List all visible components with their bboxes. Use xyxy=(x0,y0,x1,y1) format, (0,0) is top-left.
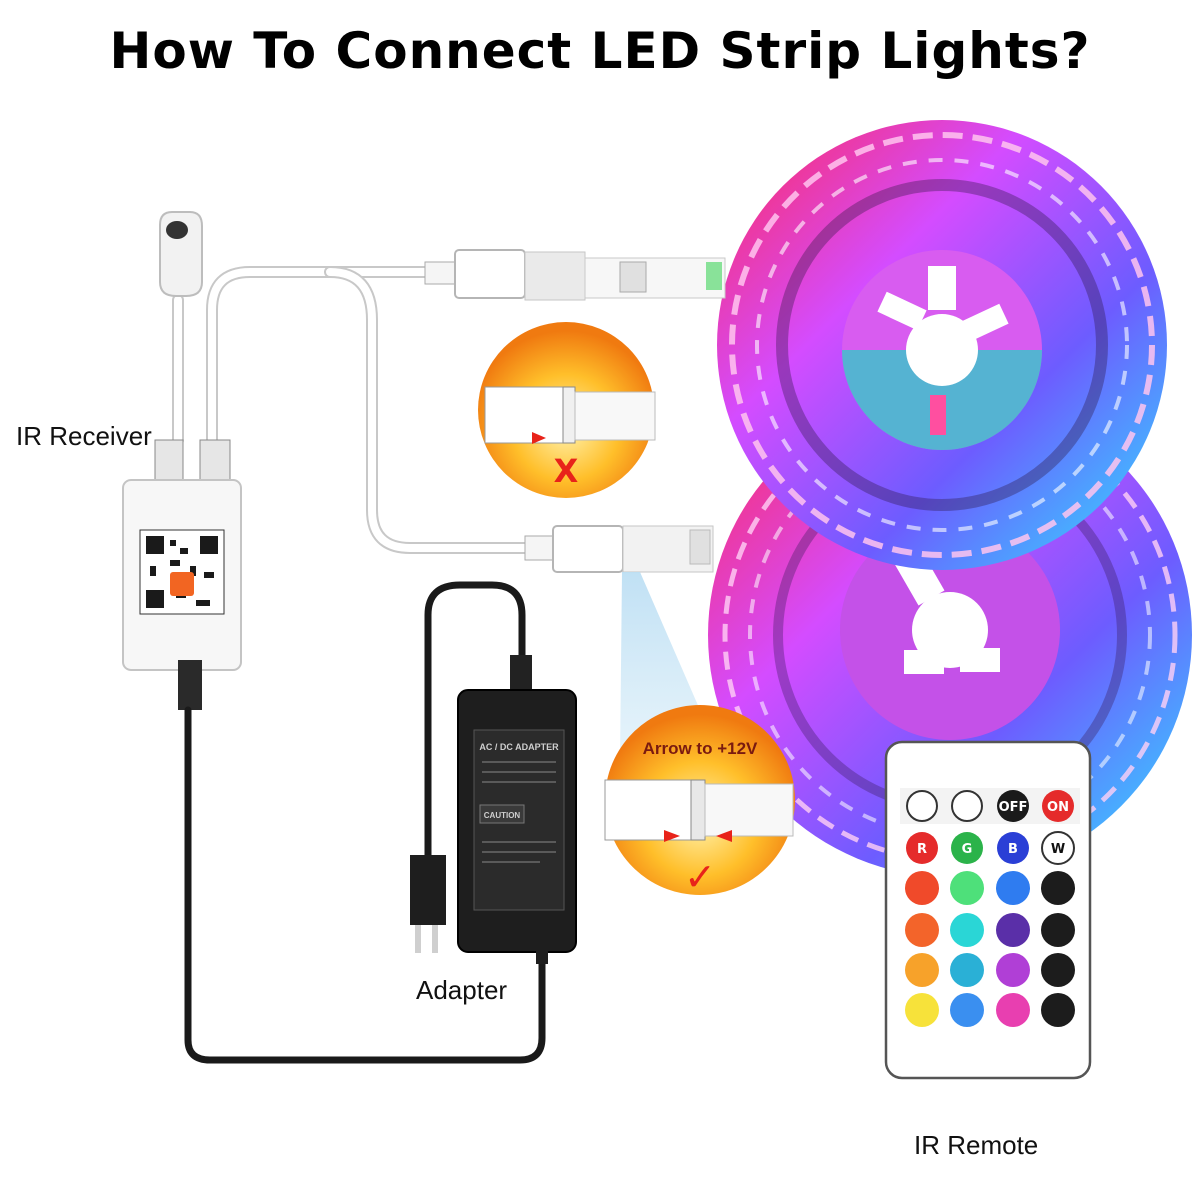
g-key-label: G xyxy=(962,842,973,857)
correct-connection-callout: Arrow to +12V ✓ xyxy=(604,705,795,899)
wrong-mark: X xyxy=(554,452,579,490)
color-key xyxy=(950,993,984,1027)
adapter-print-caution: CAUTION xyxy=(484,811,521,820)
color-key xyxy=(905,993,939,1027)
off-key xyxy=(997,790,1029,822)
page-title: How To Connect LED Strip Lights? xyxy=(109,22,1091,80)
ir-receiver-label: IR Receiver xyxy=(16,421,152,451)
strip-connector-upper xyxy=(424,249,726,301)
color-key xyxy=(996,993,1030,1027)
color-key xyxy=(996,913,1030,947)
mode-key xyxy=(1041,913,1075,947)
rgb-cables xyxy=(172,266,531,554)
dc-power-cable xyxy=(184,581,546,1064)
r-key xyxy=(906,832,938,864)
wrong-connection-callout: X xyxy=(478,322,656,498)
color-key xyxy=(996,953,1030,987)
correct-mark: ✓ xyxy=(684,855,716,899)
off-key-label: OFF xyxy=(999,800,1028,815)
mode-key xyxy=(1041,993,1075,1027)
ir-remote-label: IR Remote xyxy=(914,1130,1039,1160)
r-key-label: R xyxy=(917,842,927,857)
color-key xyxy=(950,871,984,905)
brightness-up-key xyxy=(951,790,983,822)
strip-connector-lower xyxy=(524,525,714,573)
ir-remote: OFF ON R G B W xyxy=(884,740,1092,1080)
b-key-label: B xyxy=(1008,842,1018,857)
brightness-down-key xyxy=(906,790,938,822)
mode-key xyxy=(1041,953,1075,987)
led-strip-reel-upper xyxy=(717,120,1167,570)
power-adapter: AC / DC ADAPTER CAUTION xyxy=(410,655,577,964)
w-key xyxy=(1041,831,1075,865)
mode-key xyxy=(1041,871,1075,905)
color-key xyxy=(996,871,1030,905)
adapter-label: Adapter xyxy=(416,975,508,1005)
color-key xyxy=(950,913,984,947)
adapter-print-heading: AC / DC ADAPTER xyxy=(479,742,559,752)
color-key xyxy=(905,913,939,947)
arrow-to-12v-label: Arrow to +12V xyxy=(643,739,758,758)
wifi-controller-box xyxy=(122,439,242,710)
on-key-label: ON xyxy=(1047,800,1069,815)
color-key xyxy=(950,953,984,987)
on-key xyxy=(1042,790,1074,822)
w-key-label: W xyxy=(1051,842,1065,857)
ir-receiver-sensor xyxy=(159,211,203,297)
b-key xyxy=(997,832,1029,864)
g-key xyxy=(951,832,983,864)
color-key xyxy=(905,953,939,987)
color-key xyxy=(905,871,939,905)
